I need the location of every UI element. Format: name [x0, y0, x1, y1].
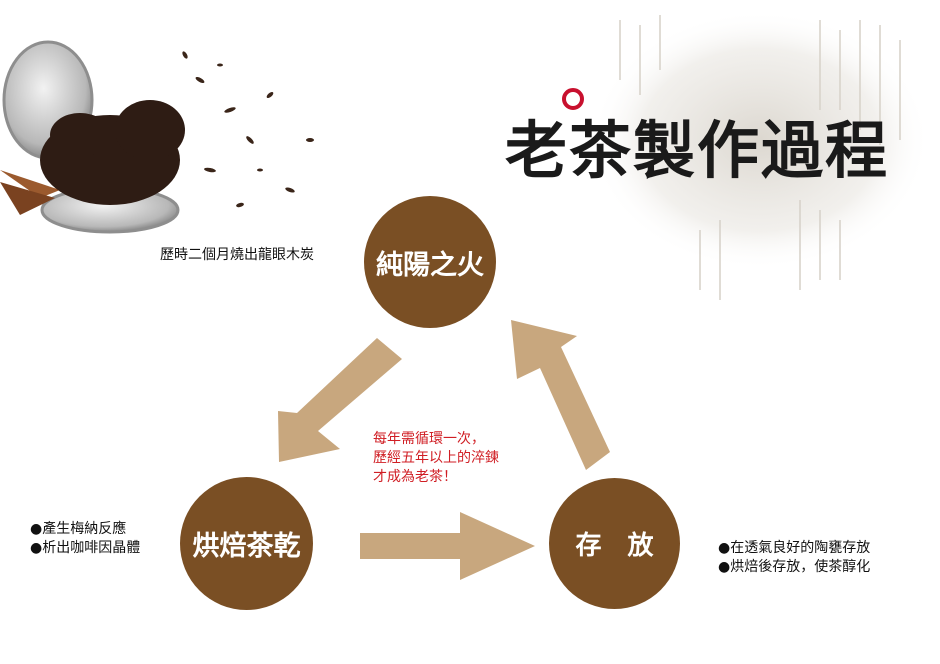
cycle-line-3: 才成為老茶！ — [373, 469, 457, 485]
note-charcoal: 歷時二個月燒出龍眼木炭 — [160, 247, 314, 263]
note-storage-1: ●在透氣良好的陶甕存放 — [718, 540, 871, 556]
page-title: 老茶製作過程 — [505, 114, 890, 187]
note-storage-2: ●烘焙後存放，使茶醇化 — [718, 559, 871, 575]
note-roast-1: ●產生梅納反應 — [30, 521, 127, 537]
node-roast-tea: 烘焙茶乾 — [180, 477, 313, 610]
node-pure-yang-fire: 純陽之火 — [364, 196, 496, 328]
cycle-line-2: 歷經五年以上的淬鍊 — [373, 450, 499, 466]
node-left-label: 烘焙茶乾 — [192, 531, 301, 562]
arrow-top-to-left — [278, 338, 402, 462]
node-right-label: 存 放 — [575, 531, 654, 561]
cycle-description: 每年需循環一次， 歷經五年以上的淬鍊 才成為老茶！ — [373, 430, 499, 487]
tea-strainer-illustration — [0, 40, 314, 234]
arrow-right-to-top — [511, 320, 610, 470]
node-top-label: 純陽之火 — [376, 249, 484, 281]
cycle-line-1: 每年需循環一次， — [373, 431, 485, 447]
note-roast-2: ●析出咖啡因晶體 — [30, 540, 141, 556]
notes-roast: ●產生梅納反應 ●析出咖啡因晶體 — [30, 520, 140, 558]
calligraphy-background — [590, 10, 930, 300]
node-storage: 存 放 — [549, 478, 680, 609]
title-ring-mark — [562, 88, 584, 110]
notes-storage: ●在透氣良好的陶甕存放 ●烘焙後存放，使茶醇化 — [718, 539, 870, 577]
arrow-left-to-right — [360, 512, 535, 580]
